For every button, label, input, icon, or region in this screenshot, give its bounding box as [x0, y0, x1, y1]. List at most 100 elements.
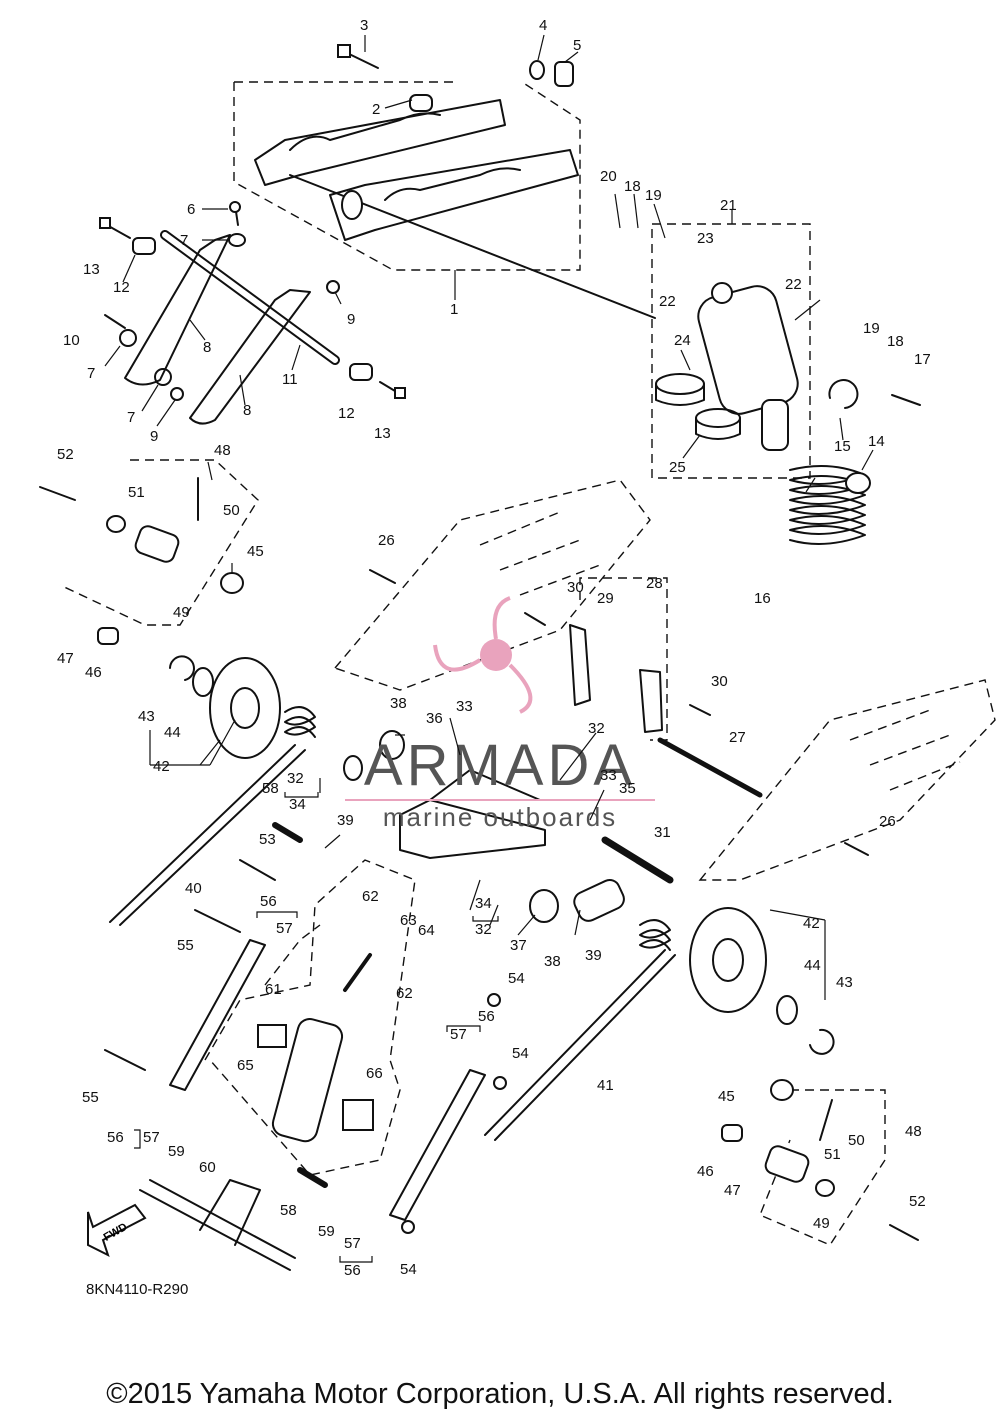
callout-45b: 45	[718, 1088, 735, 1105]
callout-27: 27	[729, 729, 746, 746]
bolt-13-left	[99, 217, 131, 239]
callout-42b: 42	[803, 915, 820, 932]
fwd-arrow: FWD	[87, 1203, 147, 1257]
callout-24: 24	[674, 332, 691, 349]
nut-54a	[487, 993, 501, 1007]
callout-34b: 34	[475, 895, 492, 912]
callout-38b: 38	[544, 953, 561, 970]
collar-58-lower	[297, 1167, 328, 1188]
shock-absorber-21	[651, 223, 811, 479]
callout-64: 64	[418, 922, 435, 939]
callout-53: 53	[259, 831, 276, 848]
callout-39a: 39	[337, 812, 354, 829]
callout-8a: 8	[203, 339, 211, 356]
callout-21: 21	[720, 197, 737, 214]
callout-60: 60	[199, 1159, 216, 1176]
callout-44b: 44	[804, 957, 821, 974]
rail-right	[698, 679, 996, 881]
callout-58a: 58	[262, 780, 279, 797]
bolt-30-top	[524, 612, 546, 626]
rail-left	[333, 479, 651, 691]
link-55-right	[389, 1069, 486, 1221]
callout-15: 15	[834, 438, 851, 455]
shaft-27	[657, 737, 763, 798]
callout-49a: 49	[173, 604, 190, 621]
collar-46-right	[721, 1124, 743, 1142]
callout-57b: 57	[450, 1026, 467, 1043]
callout-48a: 48	[214, 442, 231, 459]
callout-3: 3	[360, 17, 368, 34]
callout-7a: 7	[180, 232, 188, 249]
callout-63: 63	[400, 912, 417, 929]
callout-labels: 1 2 3 4 5 6 7 7 7 8 8 9 9 10 11 12 12 13…	[57, 17, 931, 1279]
callout-7c: 7	[127, 409, 135, 426]
callout-18a: 18	[624, 178, 641, 195]
callout-31: 31	[654, 824, 671, 841]
callout-35: 35	[619, 780, 636, 797]
callout-9b: 9	[150, 428, 158, 445]
armada-watermark: ARMADA marine outboards	[345, 596, 655, 832]
callout-39b: 39	[585, 947, 602, 964]
callout-20: 20	[600, 168, 617, 185]
copyright-notice: ©2015 Yamaha Motor Corporation, U.S.A. A…	[106, 1378, 894, 1410]
callout-43a: 43	[138, 708, 155, 725]
bolt-3	[337, 44, 379, 69]
clip-43-right	[809, 1028, 835, 1055]
callout-19b: 19	[863, 320, 880, 337]
callout-26a: 26	[378, 532, 395, 549]
callout-30a: 30	[567, 579, 584, 596]
bolt-26-left	[369, 569, 396, 584]
callout-30b: 30	[711, 673, 728, 690]
callout-56c: 56	[107, 1129, 124, 1146]
callout-47a: 47	[57, 650, 74, 667]
callout-19a: 19	[645, 187, 662, 204]
callout-41: 41	[597, 1077, 614, 1094]
spring-41	[484, 919, 676, 1141]
callout-42a: 42	[153, 758, 170, 775]
callout-57c: 57	[143, 1129, 160, 1146]
callout-23: 23	[697, 230, 714, 247]
group-brackets	[134, 792, 499, 1263]
bolt-6	[229, 201, 241, 226]
callout-13a: 13	[83, 261, 100, 278]
bracket-48-right	[759, 1089, 886, 1246]
bushing-12-right	[349, 363, 373, 381]
callout-62b: 62	[396, 985, 413, 1002]
callout-16: 16	[754, 590, 771, 607]
washer-7b	[119, 329, 137, 347]
collar-39	[573, 878, 625, 922]
callout-33b: 33	[600, 767, 617, 784]
callout-46a: 46	[85, 664, 102, 681]
shaft-31	[601, 836, 674, 884]
collar-45-right	[770, 1079, 794, 1101]
callout-10: 10	[63, 332, 80, 349]
callout-54a: 54	[508, 970, 525, 987]
watermark-tagline: marine outboards	[383, 802, 617, 832]
callout-62a: 62	[362, 888, 379, 905]
washer-7a	[228, 233, 246, 247]
spring-16	[789, 465, 866, 545]
collar-14	[845, 472, 871, 494]
sleeve-24	[655, 373, 705, 406]
bolt-52-left	[39, 486, 76, 501]
callout-48b: 48	[905, 1123, 922, 1140]
callout-32a: 32	[588, 720, 605, 737]
callout-38a: 38	[390, 695, 407, 712]
bolt-55-upper	[194, 909, 241, 933]
bolt-13-right	[379, 381, 406, 399]
callout-29: 29	[597, 590, 614, 607]
callout-36: 36	[426, 710, 443, 727]
collar-58-upper	[272, 822, 303, 843]
callout-54c: 54	[400, 1261, 417, 1278]
washer-7c	[154, 368, 172, 386]
callout-45a: 45	[247, 543, 264, 560]
callout-59a: 59	[168, 1143, 185, 1160]
collar-45-left	[220, 572, 244, 594]
callout-22a: 22	[659, 293, 676, 310]
callout-58b: 58	[280, 1202, 297, 1219]
bracket-61	[264, 924, 321, 986]
watermark-brand: ARMADA	[364, 733, 636, 798]
callout-55b: 55	[82, 1089, 99, 1106]
shaft-11	[160, 230, 340, 365]
